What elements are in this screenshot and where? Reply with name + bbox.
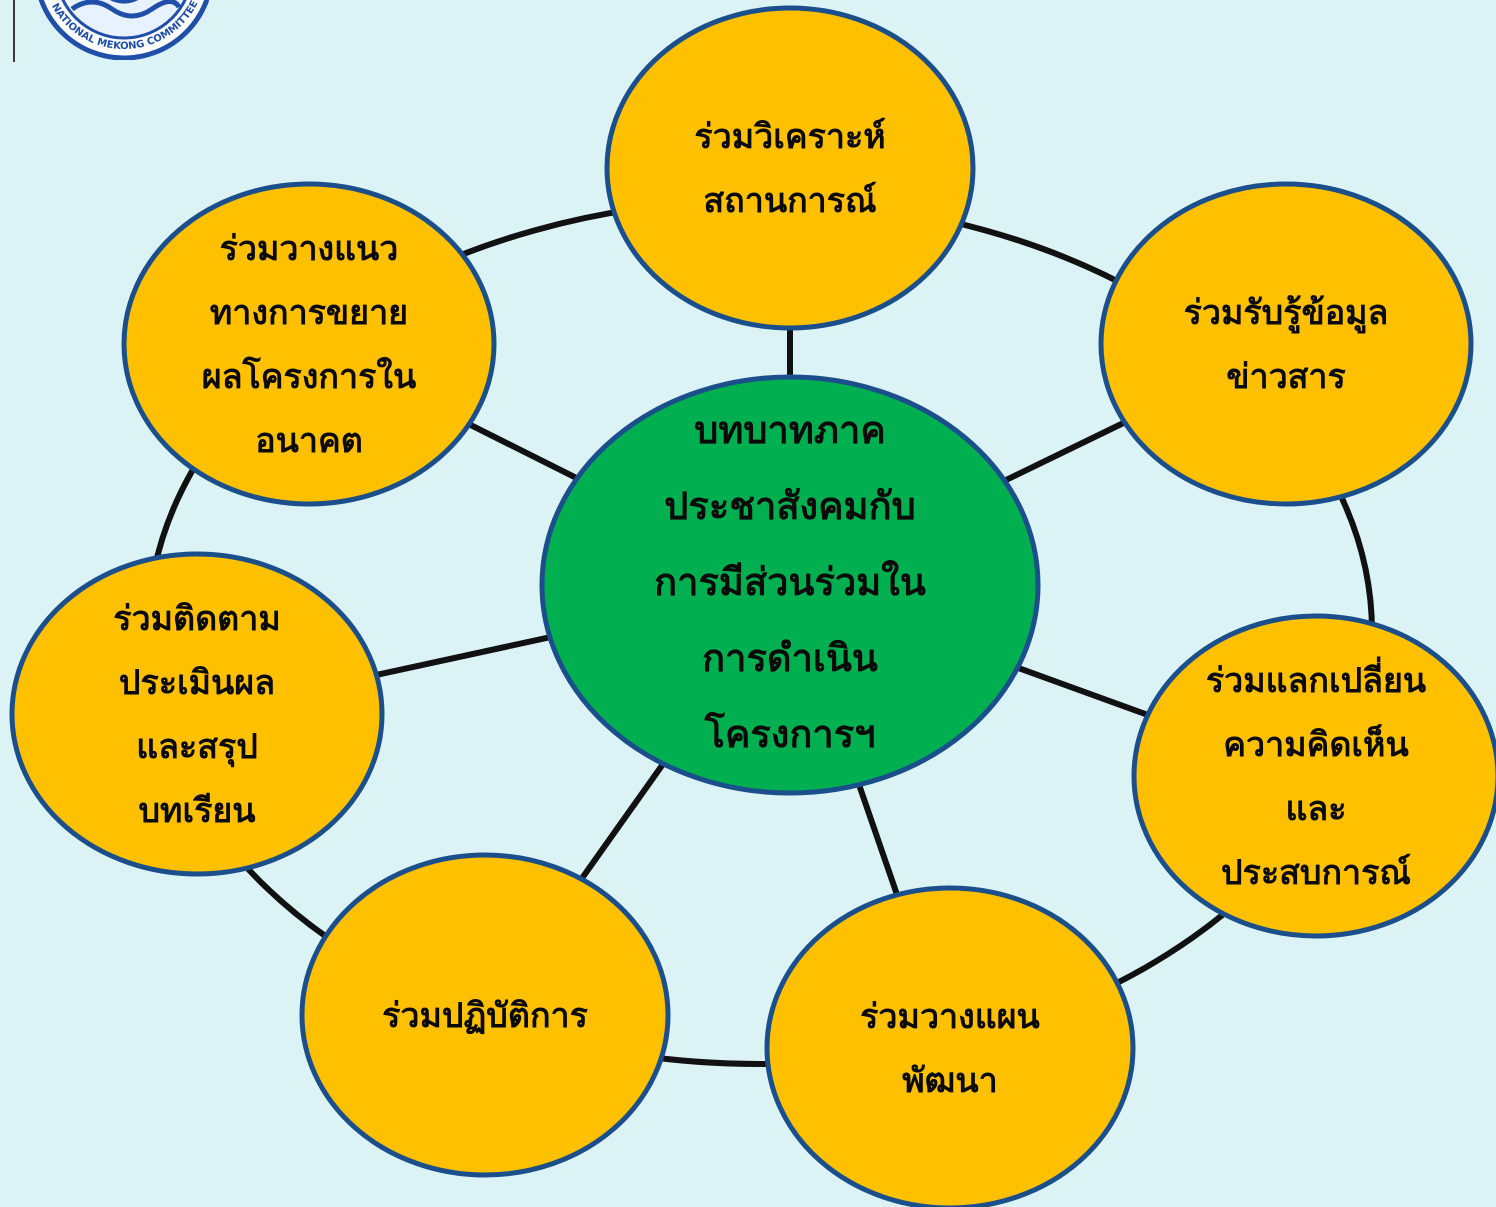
spoke-operate (579, 762, 666, 881)
center-line: การมีส่วนร่วมใน (654, 559, 926, 604)
connector-spokes (375, 328, 1149, 896)
node-monitor-line: ร่วมติดตาม (113, 599, 281, 639)
node-exchange-line: ร่วมแลกเปลี่ยน (1206, 656, 1426, 701)
center-line: ประชาสังคมกับ (664, 483, 915, 528)
node-operate-bubble (299, 852, 671, 1178)
node-info-line: ข่าวสาร (1226, 357, 1346, 397)
spoke-expand (467, 421, 579, 482)
center-line: การดำเนิน (702, 635, 878, 680)
center-node: บทบาทภาคประชาสังคมกับการมีส่วนร่วมในการด… (539, 374, 1041, 796)
node-expand-line: ร่วมวางแนว (220, 229, 399, 269)
node-monitor-bubble (9, 551, 385, 877)
role-nodes: ร่วมวิเคราะห์สถานการณ์ร่วมรับรู้ข้อมูลข่… (9, 5, 1496, 1207)
node-expand-line: อนาคต (255, 421, 363, 461)
node-monitor-line: บทเรียน (138, 791, 255, 831)
center-line: บทบาทภาค (694, 407, 885, 452)
node-analyze-bubble (604, 5, 976, 331)
node-operate: ร่วมปฏิบัติการ (299, 852, 671, 1178)
spoke-monitor (375, 634, 551, 678)
mekong-logo-icon: NATIONAL MEKONG COMMITTEE (38, 0, 209, 60)
node-info: ร่วมรับรู้ข้อมูลข่าวสาร (1098, 181, 1474, 507)
node-monitor-line: ประเมินผล (119, 663, 275, 703)
center-bubble (539, 374, 1041, 796)
node-plan-bubble (764, 885, 1136, 1207)
node-info-bubble (1098, 181, 1474, 507)
node-info-line: ร่วมรับรู้ข้อมูล (1184, 293, 1389, 334)
node-expand-line: ผลโครงการใน (202, 356, 416, 397)
node-operate-line: ร่วมปฏิบัติการ (382, 996, 589, 1036)
node-exchange-line: ประสบการณ์ (1221, 853, 1411, 893)
node-analyze-line: ร่วมวิเคราะห์ (694, 117, 885, 157)
node-analyze-line: สถานการณ์ (703, 181, 876, 221)
node-analyze: ร่วมวิเคราะห์สถานการณ์ (604, 5, 976, 331)
node-exchange-line: และ (1285, 789, 1346, 829)
center-topic: บทบาทภาคประชาสังคมกับการมีส่วนร่วมในการด… (539, 374, 1041, 796)
node-expand-bubble (121, 181, 497, 507)
node-plan-line: พัฒนา (902, 1061, 997, 1101)
node-expand-line: ทางการขยาย (210, 293, 408, 333)
logo-divider (13, 0, 15, 62)
node-plan-line: ร่วมวางแผน (860, 997, 1040, 1037)
node-monitor-line: และสรุป (136, 727, 258, 768)
spoke-info (1003, 419, 1127, 484)
spoke-exchange (1016, 664, 1149, 718)
node-exchange-bubble (1131, 613, 1496, 939)
center-line: โครงการฯ (704, 711, 876, 756)
spoke-plan (856, 783, 900, 896)
node-exchange-line: ความคิดเห็น (1223, 723, 1408, 765)
